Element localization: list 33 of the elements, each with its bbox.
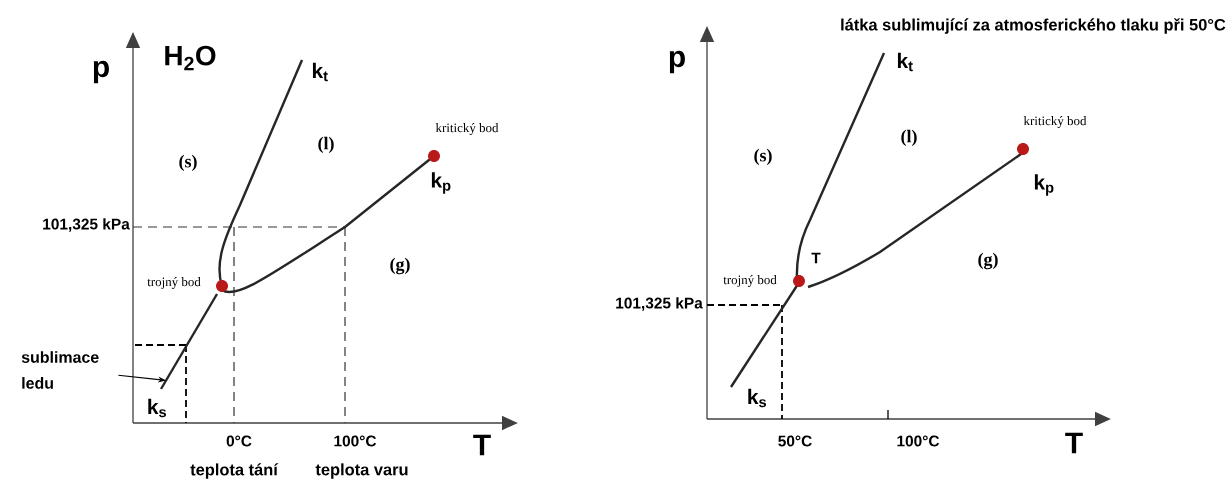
tick-label: 100°C — [897, 435, 940, 447]
tick-label: 50°C — [778, 435, 812, 447]
axis-label: p — [93, 60, 109, 84]
curve-label: k$_{s}$ — [748, 388, 767, 408]
curve-label: k$_{p}$ — [431, 172, 451, 194]
point-label: T — [811, 252, 821, 264]
region-label: (s) — [754, 148, 772, 166]
point-label: trojný bod — [147, 277, 201, 289]
point-label: kritický bod — [435, 123, 499, 135]
region-label: (s) — [179, 154, 197, 172]
annotation-text: sublimace ledu — [21, 351, 99, 389]
axis-note: teplota varu — [315, 463, 408, 479]
phase-curve — [159, 293, 219, 390]
pressure-label: 101,325 kPa — [43, 218, 130, 232]
substance-label: H$_{2}$O — [165, 45, 216, 71]
chart-title: látka sublimující za atmosferického tlaku při 50°C — [841, 18, 1226, 34]
point-label: trojný bod — [723, 275, 777, 287]
pressure-label: 101,325 kPa — [616, 297, 703, 311]
point-label: kritický bod — [1023, 116, 1087, 128]
region-label: (l) — [901, 129, 917, 147]
curve-label: k$_{p}$ — [1034, 174, 1054, 196]
axis-label: T — [1065, 432, 1083, 454]
axis-label: T — [473, 434, 491, 456]
axis-label: p — [669, 50, 685, 74]
curve-label: k$_{t}$ — [312, 62, 328, 82]
curve-label: k$_{s}$ — [148, 398, 167, 418]
tick-label: 100°C — [334, 435, 377, 447]
region-label: (g) — [390, 257, 410, 275]
axis-note: teplota tání — [190, 463, 279, 479]
region-label: (l) — [318, 136, 334, 154]
region-label: (g) — [978, 252, 998, 270]
curve-label: k$_{t}$ — [897, 52, 913, 72]
tick-label: 0°C — [226, 435, 252, 447]
